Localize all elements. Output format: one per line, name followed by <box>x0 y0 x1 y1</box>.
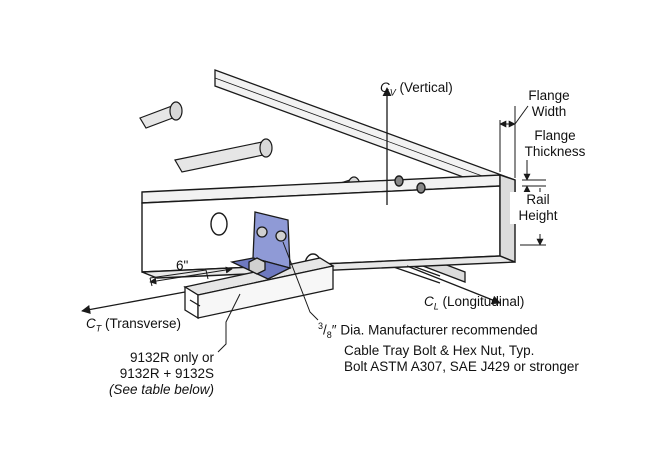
flange-dimensions <box>499 105 546 246</box>
transverse-axis-label: CT (Transverse) <box>86 316 182 334</box>
longitudinal-axis <box>406 265 501 305</box>
near-side-rail <box>141 174 516 279</box>
rung-1 <box>139 101 183 129</box>
six-inch-dimension <box>149 266 233 287</box>
rung-2 <box>174 138 273 173</box>
bolt-note: 3/8″ Dia. Manufacturer recommended Cable… <box>318 321 579 375</box>
transverse-axis <box>81 291 186 314</box>
bracket-clamp <box>229 211 292 280</box>
vertical-axis-label: CV (Vertical) <box>380 80 453 98</box>
six-inch-label: 6" <box>176 258 189 273</box>
part-note: 9132R only or 9132R + 9132S (See table b… <box>108 350 214 397</box>
leader-lines <box>217 241 319 353</box>
longitudinal-axis-label: CL (Longitudinal) <box>424 294 525 312</box>
